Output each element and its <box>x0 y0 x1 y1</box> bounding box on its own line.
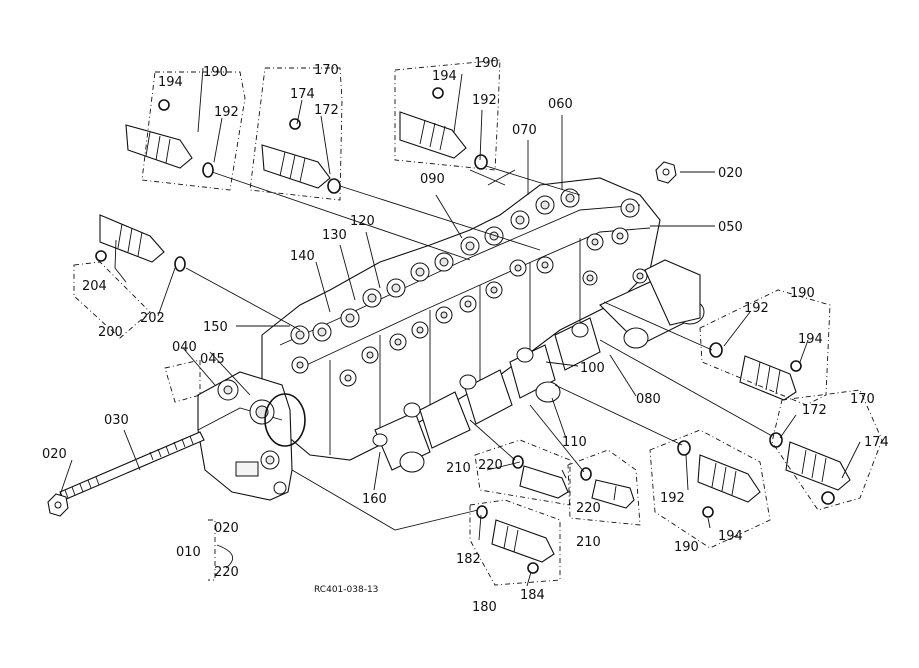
label-080: 080 <box>636 392 661 407</box>
relief-valve-200 <box>95 214 186 272</box>
label-110: 110 <box>562 435 587 450</box>
label-g190d: 190 <box>674 540 699 555</box>
label-160: 160 <box>362 492 387 507</box>
label-g190d-194: 194 <box>718 529 743 544</box>
label-g200: 200 <box>98 325 123 340</box>
label-130: 130 <box>322 228 347 243</box>
label-g190b-194: 194 <box>432 69 457 84</box>
label-g180-182: 182 <box>456 552 481 567</box>
relief-valve-190-a <box>125 99 214 178</box>
relief-valve-190-b <box>399 87 488 170</box>
label-g210b-220: 220 <box>576 501 601 516</box>
label-020-left: 020 <box>42 447 67 462</box>
callout-labels: 020 050 060 070 090 120 130 140 150 040 … <box>42 56 889 615</box>
check-valve-210-a <box>512 455 569 499</box>
label-g210b: 210 <box>576 535 601 550</box>
label-g170b: 170 <box>850 392 875 407</box>
label-g190c-192: 192 <box>744 301 769 316</box>
label-g190b-192: 192 <box>472 93 497 108</box>
callout-leaders <box>59 67 861 587</box>
drawing-code: RC401-038-13 <box>314 585 378 595</box>
label-120: 120 <box>350 214 375 229</box>
label-g180-184: 184 <box>520 588 545 603</box>
label-g170a-172: 172 <box>314 103 339 118</box>
relief-valve-190-c <box>709 342 802 401</box>
relief-valve-190-d <box>677 440 761 518</box>
label-090: 090 <box>420 172 445 187</box>
label-045: 045 <box>200 352 225 367</box>
label-030: 030 <box>104 413 129 428</box>
label-150: 150 <box>203 320 228 335</box>
label-g170b-174: 174 <box>864 435 889 450</box>
tie-bolt-030 <box>59 431 205 501</box>
label-060: 060 <box>548 97 573 112</box>
label-g200-204: 204 <box>82 279 107 294</box>
nut-020-left <box>47 493 69 517</box>
label-g190a-194: 194 <box>158 75 183 90</box>
label-g170a: 170 <box>314 63 339 78</box>
label-g210a: 210 <box>446 461 471 476</box>
label-g200-202: 202 <box>140 311 165 326</box>
label-kit-020: 020 <box>214 521 239 536</box>
label-kit-010: 010 <box>176 545 201 560</box>
label-g170a-174: 174 <box>290 87 315 102</box>
control-valve-body <box>261 177 705 473</box>
assembly-lines <box>185 165 773 531</box>
label-100: 100 <box>580 361 605 376</box>
label-kit-220: 220 <box>214 565 239 580</box>
label-g190a-192: 192 <box>214 105 239 120</box>
label-050: 050 <box>718 220 743 235</box>
label-g190a: 190 <box>203 65 228 80</box>
label-g180: 180 <box>472 600 497 615</box>
label-g190d-192: 192 <box>660 491 685 506</box>
check-valve-210-b <box>580 467 635 509</box>
port-bosses <box>290 188 648 387</box>
label-140: 140 <box>290 249 315 264</box>
label-g170b-172: 172 <box>802 403 827 418</box>
valve-180 <box>476 505 555 574</box>
label-070: 070 <box>512 123 537 138</box>
group-boundaries <box>73 59 883 586</box>
end-cover-040 <box>197 371 293 501</box>
label-g190c: 190 <box>790 286 815 301</box>
relief-valve-170-a <box>261 118 341 194</box>
label-g210a-220: 220 <box>478 458 503 473</box>
label-040: 040 <box>172 340 197 355</box>
relief-valve-170-b <box>769 432 851 505</box>
label-g190c-194: 194 <box>798 332 823 347</box>
label-g190b: 190 <box>474 56 499 71</box>
label-020-top: 020 <box>718 166 743 181</box>
nut-020-top <box>655 161 677 184</box>
o-ring-045 <box>264 393 306 447</box>
